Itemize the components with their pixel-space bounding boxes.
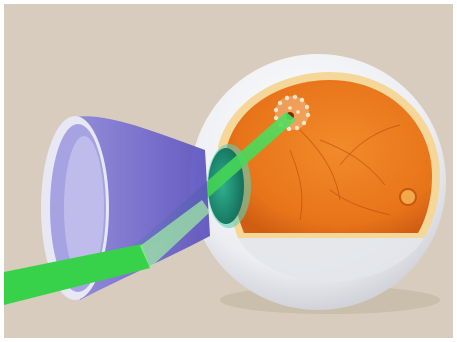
optic-disc bbox=[400, 189, 416, 205]
eye-interior bbox=[218, 72, 440, 282]
